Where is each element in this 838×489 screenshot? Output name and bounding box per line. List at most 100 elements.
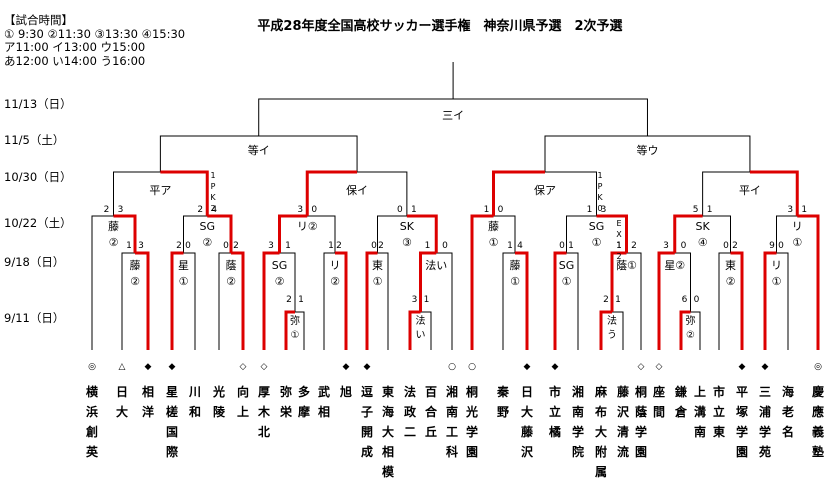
score: 1: [587, 205, 593, 215]
score: 5: [693, 205, 699, 215]
r2-match-win: [763, 251, 777, 350]
seed-mark: ◇: [638, 362, 645, 372]
pk-note: K: [597, 193, 603, 202]
match-label: ④: [698, 236, 708, 249]
team-name-char: 川: [188, 385, 201, 399]
team-name-char: 野: [497, 405, 509, 419]
score: 1: [801, 205, 807, 215]
team-name-char: 海: [382, 404, 394, 419]
team-name-char: 相: [382, 444, 394, 459]
team-name-char: 義: [812, 424, 824, 439]
score: 3: [412, 295, 418, 305]
score: 0: [681, 241, 687, 251]
match-label: 等ウ: [636, 143, 658, 157]
score: 2: [104, 205, 110, 215]
score: 1: [411, 205, 417, 215]
match-label: 蔭: [226, 259, 237, 272]
score: 1: [568, 241, 574, 251]
team-name-char: 市: [713, 384, 725, 399]
r3-match-win: [596, 214, 628, 253]
r2-match-win: [170, 251, 184, 350]
team-name-char: 和: [188, 404, 201, 419]
score: 3: [138, 241, 144, 251]
score: 2: [233, 241, 239, 251]
team-name-char: 政: [404, 404, 417, 419]
team-name-char: 光: [212, 384, 225, 399]
match-label: ①: [592, 236, 602, 249]
team-name-char: 日: [521, 385, 533, 399]
r4-match-win: [160, 170, 209, 216]
team-name-char: 丘: [425, 424, 437, 439]
team-name-char: 大: [595, 424, 607, 439]
score: 0: [371, 241, 377, 251]
team-name-char: 多: [298, 384, 310, 399]
team-name-char: 南: [572, 404, 584, 419]
match-label: ①: [373, 275, 383, 288]
match-label: 星: [178, 259, 189, 272]
team-name-char: 三: [759, 385, 771, 399]
r4-match-win: [305, 170, 358, 216]
pk-note: P: [211, 182, 216, 191]
r2-match-win: [419, 251, 437, 312]
score: 0: [397, 205, 403, 215]
team-name-char: 立: [549, 404, 561, 419]
team-name-char: 学: [572, 424, 584, 439]
match-label: い: [416, 330, 426, 341]
seed-mark: ◆: [762, 362, 769, 372]
score: 4: [517, 241, 523, 251]
match-label: ②: [226, 275, 236, 288]
score: 1: [615, 295, 621, 305]
match-label: 等イ: [248, 143, 270, 157]
r4-match-win: [749, 170, 799, 216]
schedule-heading: 【試合時間】: [4, 13, 73, 27]
score: 1: [126, 241, 132, 251]
match-label: SK: [696, 220, 711, 233]
seed-mark: ◆: [364, 362, 371, 372]
team-name-char: 学: [635, 424, 647, 439]
team-name-char: 浜: [86, 404, 98, 419]
match-label: SG: [199, 220, 215, 233]
pk-note: X: [616, 230, 622, 239]
match-label: 法: [416, 314, 426, 327]
team-name-char: 倉: [674, 404, 688, 419]
match-label: ①: [179, 275, 189, 288]
score: 2: [286, 295, 292, 305]
score: 0: [442, 241, 448, 251]
seed-mark: ◇: [261, 362, 268, 372]
score: 1: [424, 295, 430, 305]
seed-mark: ◆: [739, 362, 746, 372]
score: 2: [603, 295, 609, 305]
team-name-char: 附: [595, 444, 607, 459]
match-label: 星②: [664, 259, 685, 272]
score: 3: [297, 205, 303, 215]
match-label: ①: [772, 275, 782, 288]
team-name-char: 洋: [142, 404, 154, 419]
team-name-char: 英: [86, 444, 99, 459]
r2-match-win: [553, 251, 567, 350]
team-name-char: 科: [446, 444, 458, 459]
team-name-char: 槎: [166, 404, 178, 419]
pk-note: 2: [616, 252, 621, 261]
team-name-char: 苑: [759, 444, 771, 459]
r1-match-win: [284, 310, 295, 350]
team-name-char: 成: [361, 444, 373, 459]
r2-match-win: [610, 251, 627, 312]
score: 4: [211, 205, 217, 215]
team-name-char: 鎌: [674, 384, 687, 399]
match-label: SG: [272, 259, 288, 272]
score: 6: [682, 295, 688, 305]
team-name-char: 厚: [258, 385, 270, 399]
team-name-char: 南: [446, 404, 458, 419]
score: 2: [378, 241, 384, 251]
team-name-char: 秦: [496, 384, 509, 399]
team-name-char: 子: [361, 405, 373, 419]
seed-mark: ◆: [524, 362, 531, 372]
r3-match-win: [470, 214, 494, 350]
match-label: 藤: [488, 220, 499, 233]
match-label: ②: [130, 275, 140, 288]
team-name-char: 院: [572, 444, 584, 459]
score: 0: [185, 241, 191, 251]
team-name-char: 学: [736, 424, 748, 439]
team-name-char: 上: [237, 404, 249, 419]
